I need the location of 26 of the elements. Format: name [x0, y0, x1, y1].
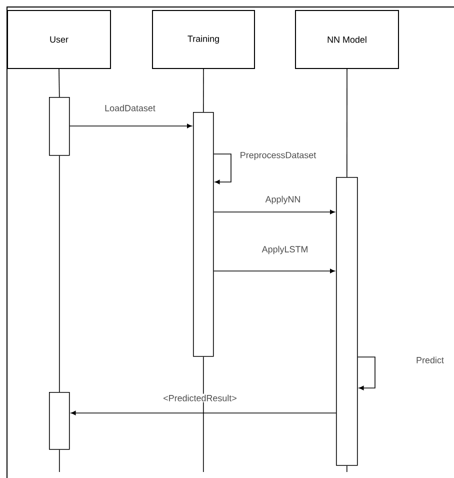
activation-bar — [193, 112, 214, 357]
activation-bar — [336, 177, 358, 466]
lifeline — [203, 356, 204, 472]
lifeline — [203, 68, 204, 112]
activation-bar — [49, 392, 70, 450]
message-arrow — [357, 356, 376, 390]
lifeline — [346, 465, 348, 472]
lifeline-box: NN Model — [295, 10, 399, 69]
message-arrow — [213, 268, 335, 274]
lifeline — [59, 449, 60, 472]
edge-label: PreprocessDataset — [238, 151, 318, 162]
edge-label: ApplyNN — [264, 194, 302, 206]
lifeline-box: Training — [152, 10, 255, 69]
edge-label: ApplyLSTM — [260, 244, 310, 256]
lifeline — [346, 68, 348, 178]
edge-label: <PredictedResult> — [162, 394, 238, 402]
message-arrow — [69, 124, 192, 128]
edge-label: Predict — [415, 356, 445, 364]
lifeline — [58, 68, 60, 98]
lifeline-box: User — [7, 10, 111, 69]
message-arrow — [213, 210, 335, 214]
activation-bar — [49, 97, 70, 156]
message-arrow — [213, 154, 232, 184]
message-arrow — [70, 410, 336, 416]
lifeline — [59, 155, 60, 392]
edge-label: LoadDataset — [104, 104, 156, 112]
